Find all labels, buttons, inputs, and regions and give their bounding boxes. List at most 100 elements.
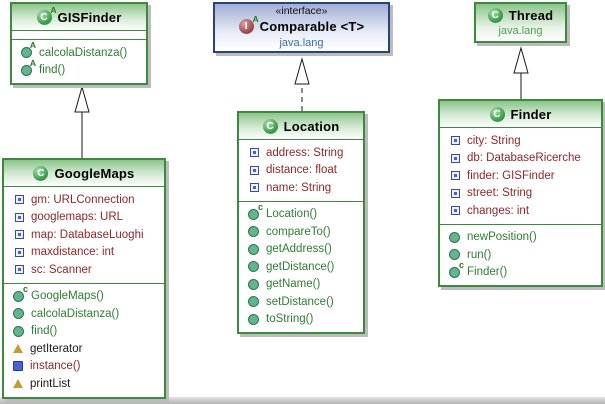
fields-compartment: address: String distance: float name: St… <box>239 139 363 201</box>
field-row[interactable]: address: String <box>239 144 363 162</box>
field-label: gm: URLConnection <box>31 193 135 206</box>
method-label: getAddress() <box>266 243 332 256</box>
field-icon <box>15 195 24 205</box>
class-title: GoogleMaps <box>54 165 135 181</box>
method-row[interactable]: run() <box>440 246 601 264</box>
method-label: find() <box>31 325 58 338</box>
constructor-icon <box>13 284 28 302</box>
class-box-thread[interactable]: Thread java.lang <box>474 2 567 43</box>
method-icon <box>248 261 259 273</box>
method-row[interactable]: calcolaDistanza() <box>12 40 146 62</box>
fields-compartment: gm: URLConnection googlemaps: URL map: D… <box>4 186 164 283</box>
methods-compartment: calcolaDistanza() find() <box>12 39 146 83</box>
class-icon <box>262 118 278 134</box>
method-row[interactable]: Finder() <box>440 260 601 282</box>
field-icon <box>451 136 460 146</box>
class-icon <box>489 106 505 122</box>
field-row[interactable]: sc: Scanner <box>4 261 164 279</box>
fields-compartment <box>12 30 146 39</box>
field-label: name: String <box>266 181 332 194</box>
package-label: java.lang <box>279 36 324 49</box>
method-label: getDistance() <box>266 260 335 273</box>
method-label: instance() <box>30 360 81 373</box>
class-box-finder[interactable]: Finder city: String db: DatabaseRicerche… <box>438 99 603 287</box>
method-icon <box>13 308 24 320</box>
canvas-bottom-edge <box>0 397 605 404</box>
class-box-gisfinder[interactable]: GISFinder calcolaDistanza() find() <box>10 2 148 85</box>
field-row[interactable]: db: DatabaseRicerche <box>440 150 601 168</box>
method-row[interactable]: getName() <box>239 276 363 294</box>
method-label: Finder() <box>467 266 508 279</box>
class-header: Location <box>239 113 363 139</box>
stereotype-label: «interface» <box>275 4 328 17</box>
method-row[interactable]: setDistance() <box>239 293 363 311</box>
class-header: Finder <box>440 101 601 127</box>
interface-title: Comparable <T> <box>259 19 365 34</box>
field-icon <box>451 206 460 216</box>
interface-icon <box>238 14 259 34</box>
abstract-method-icon <box>21 40 36 59</box>
field-icon <box>15 247 24 257</box>
field-icon <box>451 171 460 181</box>
method-label: compareTo() <box>266 225 331 238</box>
class-icon <box>487 7 503 23</box>
field-row[interactable]: changes: int <box>440 202 601 220</box>
field-icon <box>451 188 460 198</box>
field-row[interactable]: name: String <box>239 179 363 197</box>
method-row[interactable]: printList <box>4 375 164 393</box>
method-icon <box>13 325 24 337</box>
interface-box-comparable[interactable]: «interface» Comparable <T> java.lang <box>213 2 390 53</box>
class-box-location[interactable]: Location address: String distance: float… <box>237 111 365 334</box>
field-row[interactable]: googlemaps: URL <box>4 209 164 227</box>
field-label: map: DatabaseLuoghi <box>31 228 144 241</box>
class-title: Finder <box>510 106 552 122</box>
field-label: distance: float <box>266 164 337 177</box>
package-label: java.lang <box>498 25 543 37</box>
field-row[interactable]: gm: URLConnection <box>4 191 164 209</box>
field-row[interactable]: finder: GISFinder <box>440 167 601 185</box>
method-row[interactable]: instance() <box>4 358 164 376</box>
field-row[interactable]: maxdistance: int <box>4 244 164 262</box>
method-label: Location() <box>266 208 318 221</box>
class-title: GISFinder <box>57 9 122 25</box>
class-box-googlemaps[interactable]: GoogleMaps gm: URLConnection googlemaps:… <box>2 158 166 399</box>
field-icon <box>250 183 259 193</box>
method-label: toString() <box>266 313 314 326</box>
field-label: address: String <box>266 146 344 159</box>
method-row[interactable]: toString() <box>239 311 363 329</box>
method-row[interactable]: getDistance() <box>239 258 363 276</box>
method-row[interactable]: GoogleMaps() <box>4 284 164 306</box>
method-label: setDistance() <box>266 295 334 308</box>
method-icon <box>248 296 259 308</box>
field-label: sc: Scanner <box>31 263 92 276</box>
method-row[interactable]: newPosition() <box>440 229 601 247</box>
method-row[interactable]: Location() <box>239 202 363 224</box>
class-header: GoogleMaps <box>4 160 164 186</box>
method-row[interactable]: getAddress() <box>239 241 363 259</box>
method-row[interactable]: compareTo() <box>239 223 363 241</box>
field-row[interactable]: distance: float <box>239 162 363 180</box>
constructor-icon <box>449 260 464 278</box>
field-row[interactable]: map: DatabaseLuoghi <box>4 226 164 244</box>
method-label: find() <box>39 64 66 77</box>
method-row[interactable]: getIterator <box>4 340 164 358</box>
field-row[interactable]: street: String <box>440 185 601 203</box>
field-label: city: String <box>467 134 521 147</box>
method-row[interactable]: calcolaDistanza() <box>4 305 164 323</box>
field-icon <box>15 212 24 222</box>
method-row[interactable]: find() <box>4 323 164 341</box>
implements-arrow-location-comparable <box>294 57 310 111</box>
method-label: newPosition() <box>467 231 537 244</box>
fields-compartment: city: String db: DatabaseRicerche finder… <box>440 127 601 224</box>
method-label: printList <box>30 377 71 390</box>
constructor-icon <box>248 202 263 220</box>
field-label: maxdistance: int <box>31 246 115 259</box>
field-row[interactable]: city: String <box>440 132 601 150</box>
method-icon <box>248 313 259 325</box>
methods-compartment: Location() compareTo() getAddress() getD… <box>239 200 363 332</box>
field-label: street: String <box>467 187 533 200</box>
field-label: finder: GISFinder <box>467 169 555 182</box>
field-icon <box>15 230 24 240</box>
method-row[interactable]: find() <box>12 58 146 80</box>
